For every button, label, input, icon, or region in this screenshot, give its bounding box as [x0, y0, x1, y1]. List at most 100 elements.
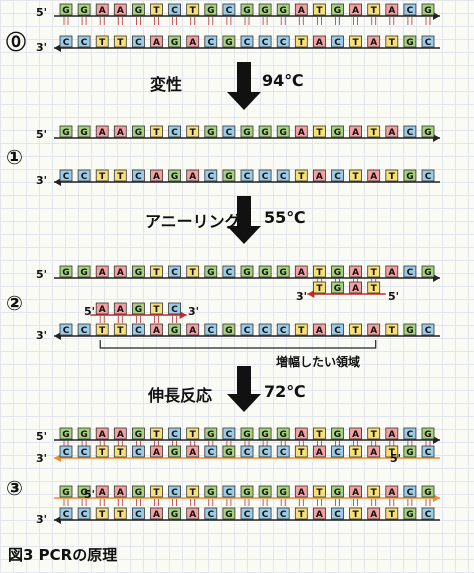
s2-top-base-box	[385, 265, 399, 278]
s3-product-fwd-base: T	[190, 488, 197, 498]
s3-top-base-box	[367, 427, 381, 440]
s0-bottom-base-box	[331, 35, 344, 48]
s2-top-base: C	[407, 268, 414, 278]
s0-top-base-box	[349, 3, 363, 16]
s2-bottom-base-box	[385, 323, 399, 336]
s0-bottom-base-box	[385, 35, 399, 48]
five-prime-label: 5'	[36, 6, 48, 19]
s1-top-base: C	[171, 128, 178, 138]
s1-bottom-base-box	[186, 169, 200, 182]
three-prime-label: 3'	[296, 290, 308, 303]
s2-bottom-base: C	[262, 326, 269, 336]
s2-top-base: T	[316, 268, 323, 278]
s0-top-base: C	[171, 6, 178, 16]
s3-product-rev-base: C	[262, 448, 269, 458]
s2-top-base: G	[280, 268, 287, 278]
s0-bottom-base: T	[353, 38, 360, 48]
s3-top-base: G	[424, 430, 431, 440]
s0-bottom-base-box	[276, 35, 290, 48]
s2-bottom-base-box	[150, 323, 163, 336]
s3-product-rev-base-box	[276, 445, 290, 458]
s3-product-fwd-base-box	[403, 485, 417, 498]
s3-top-base: C	[171, 430, 178, 440]
s2-top-base: T	[371, 268, 378, 278]
s3-product-fwd-base: A	[298, 488, 305, 498]
s2-top-base: G	[261, 268, 268, 278]
s3-bottom-base-box	[312, 507, 326, 520]
s2-bottom-base: T	[389, 326, 396, 336]
s3-top-base: G	[207, 430, 214, 440]
s0-bottom-base: C	[244, 38, 251, 48]
s3-product-fwd-base: C	[226, 488, 233, 498]
s1-bottom-base-box	[349, 169, 363, 182]
s2-bottom-base-box	[59, 323, 73, 336]
s3-top-base: G	[135, 430, 142, 440]
s1-top-base-box	[312, 125, 326, 138]
s0-top-base-box	[294, 3, 308, 16]
s1-bottom-base-box	[150, 169, 163, 182]
s1-top-base: A	[388, 128, 395, 138]
s3-product-rev-base-box	[240, 445, 254, 458]
s1-top-base-box	[331, 125, 344, 138]
s1-top-base-box	[276, 125, 290, 138]
s3-product-rev-base-box	[59, 445, 73, 458]
s1-top-base: A	[99, 128, 106, 138]
s2-bottom-base: T	[99, 326, 106, 336]
s2-bottom-base-box	[421, 323, 435, 336]
s3-top-base-box	[331, 427, 344, 440]
s2-bottom-base-box	[349, 323, 363, 336]
step-1-label: ①	[6, 145, 23, 169]
s2-top-base-box	[186, 265, 200, 278]
s0-top-base: A	[99, 6, 106, 16]
s3-product-fwd-base-box	[222, 485, 236, 498]
s2-top-base-box	[77, 265, 91, 278]
s3-product-rev-base: C	[425, 448, 432, 458]
three-prime-label: 3'	[36, 41, 48, 54]
s0-top-base-box	[367, 3, 381, 16]
s1-top-base-box	[168, 125, 182, 138]
s3-product-rev-base: T	[353, 448, 360, 458]
s3-product-fwd-base-box	[150, 485, 163, 498]
s2-rev-primer-base: T	[316, 284, 323, 294]
s1-top-base-box	[222, 125, 236, 138]
s3-product-fwd-base-box	[312, 485, 326, 498]
s2-rev-primer-base: A	[352, 284, 359, 294]
s1-bottom-base: A	[370, 172, 377, 182]
s0-top-base-box	[385, 3, 399, 16]
s1-bottom-base: C	[81, 172, 88, 182]
s1-bottom-base-box	[385, 169, 399, 182]
s3-product-fwd-base: A	[388, 488, 395, 498]
s3-product-rev-base: A	[189, 448, 196, 458]
s1-top-base-box	[240, 125, 254, 138]
s3-bottom-base-box	[168, 507, 182, 520]
s3-bottom-base: C	[135, 510, 142, 520]
s3-product-rev-base: T	[117, 448, 124, 458]
s2-top-base: G	[135, 268, 142, 278]
s0-bottom-base: C	[262, 38, 269, 48]
s1-top-base-box	[349, 125, 363, 138]
s3-product-rev-base-box	[367, 445, 381, 458]
s3-product-fwd-base-box	[367, 485, 381, 498]
s0-top-base-box	[168, 3, 182, 16]
s0-top-base: T	[153, 6, 160, 16]
s3-product-rev-base: C	[207, 448, 214, 458]
s3-top-base-box	[77, 427, 91, 440]
s0-bottom-arrowhead	[54, 44, 61, 52]
s1-bottom-base: A	[189, 172, 196, 182]
s3-bottom-base: A	[189, 510, 196, 520]
s2-top-base: C	[226, 268, 233, 278]
s0-bottom-base-box	[150, 35, 163, 48]
s0-bottom-base-box	[349, 35, 363, 48]
s2-bottom-base-box	[312, 323, 326, 336]
s0-bottom-base: T	[298, 38, 305, 48]
s3-bottom-base-box	[421, 507, 435, 520]
s1-top-base-box	[77, 125, 91, 138]
s3-top-base: G	[261, 430, 268, 440]
s1-bottom-base: C	[262, 172, 269, 182]
s3-product-fwd-base: G	[135, 488, 142, 498]
s0-bottom-base: G	[225, 38, 232, 48]
s2-top-base-box	[367, 265, 381, 278]
s2-bottom-base-box	[331, 323, 344, 336]
anneal-temp: 55℃	[264, 208, 306, 227]
s2-bottom-base-box	[113, 323, 127, 336]
